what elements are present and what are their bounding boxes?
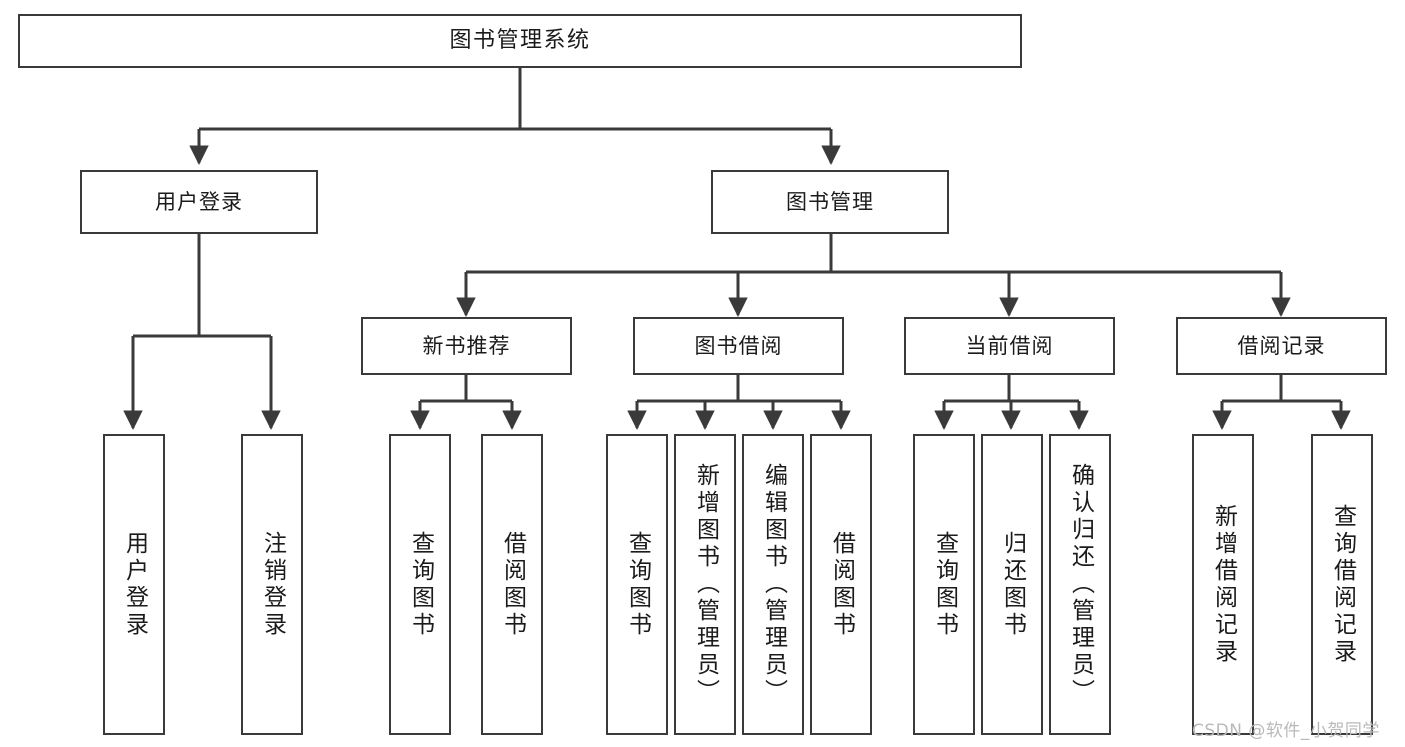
node-leaf-logout-login[interactable]: 注销登录 <box>241 434 303 735</box>
node-current-borrow-label: 当前借阅 <box>965 333 1054 358</box>
node-leaf-add-book[interactable]: 新增图书（管理员） <box>674 434 736 735</box>
node-leaf-query-book-3-label: 查询图书 <box>931 530 958 639</box>
node-current-borrow[interactable]: 当前借阅 <box>904 317 1115 375</box>
node-borrow-record[interactable]: 借阅记录 <box>1176 317 1387 375</box>
node-leaf-query-record[interactable]: 查询借阅记录 <box>1311 434 1373 735</box>
node-leaf-logout-login-label: 注销登录 <box>259 530 286 639</box>
node-leaf-query-book-3[interactable]: 查询图书 <box>913 434 975 735</box>
node-root[interactable]: 图书管理系统 <box>18 14 1022 68</box>
node-leaf-return-book[interactable]: 归还图书 <box>981 434 1043 735</box>
node-leaf-add-record[interactable]: 新增借阅记录 <box>1192 434 1254 735</box>
node-leaf-user-login-label: 用户登录 <box>121 530 148 639</box>
node-new-book-recommend[interactable]: 新书推荐 <box>361 317 572 375</box>
node-leaf-query-book-2[interactable]: 查询图书 <box>606 434 668 735</box>
node-leaf-query-record-label: 查询借阅记录 <box>1329 503 1356 666</box>
node-user-login[interactable]: 用户登录 <box>80 170 318 234</box>
node-leaf-edit-book[interactable]: 编辑图书（管理员） <box>742 434 804 735</box>
node-leaf-borrow-book-1[interactable]: 借阅图书 <box>481 434 543 735</box>
node-leaf-borrow-book-1-label: 借阅图书 <box>499 530 526 639</box>
node-book-manage[interactable]: 图书管理 <box>711 170 949 234</box>
node-leaf-query-book-1[interactable]: 查询图书 <box>389 434 451 735</box>
node-leaf-confirm-return-label: 确认归还（管理员） <box>1067 463 1094 706</box>
node-leaf-add-book-label: 新增图书（管理员） <box>692 463 719 706</box>
node-new-book-recommend-label: 新书推荐 <box>422 333 511 358</box>
node-borrow-record-label: 借阅记录 <box>1237 333 1326 358</box>
node-leaf-borrow-book-2-label: 借阅图书 <box>828 530 855 639</box>
node-root-label: 图书管理系统 <box>449 28 591 54</box>
node-book-manage-label: 图书管理 <box>786 189 874 214</box>
node-leaf-user-login[interactable]: 用户登录 <box>103 434 165 735</box>
node-leaf-borrow-book-2[interactable]: 借阅图书 <box>810 434 872 735</box>
node-user-login-label: 用户登录 <box>155 189 243 214</box>
node-leaf-confirm-return[interactable]: 确认归还（管理员） <box>1049 434 1111 735</box>
node-leaf-add-record-label: 新增借阅记录 <box>1210 503 1237 666</box>
node-book-borrow-label: 图书借阅 <box>694 333 783 358</box>
node-book-borrow[interactable]: 图书借阅 <box>633 317 844 375</box>
node-leaf-return-book-label: 归还图书 <box>999 530 1026 639</box>
node-leaf-query-book-2-label: 查询图书 <box>624 530 651 639</box>
node-leaf-query-book-1-label: 查询图书 <box>407 530 434 639</box>
csdn-watermark: CSDN @软件_小贺同学 <box>1192 721 1380 741</box>
node-leaf-edit-book-label: 编辑图书（管理员） <box>760 463 787 706</box>
